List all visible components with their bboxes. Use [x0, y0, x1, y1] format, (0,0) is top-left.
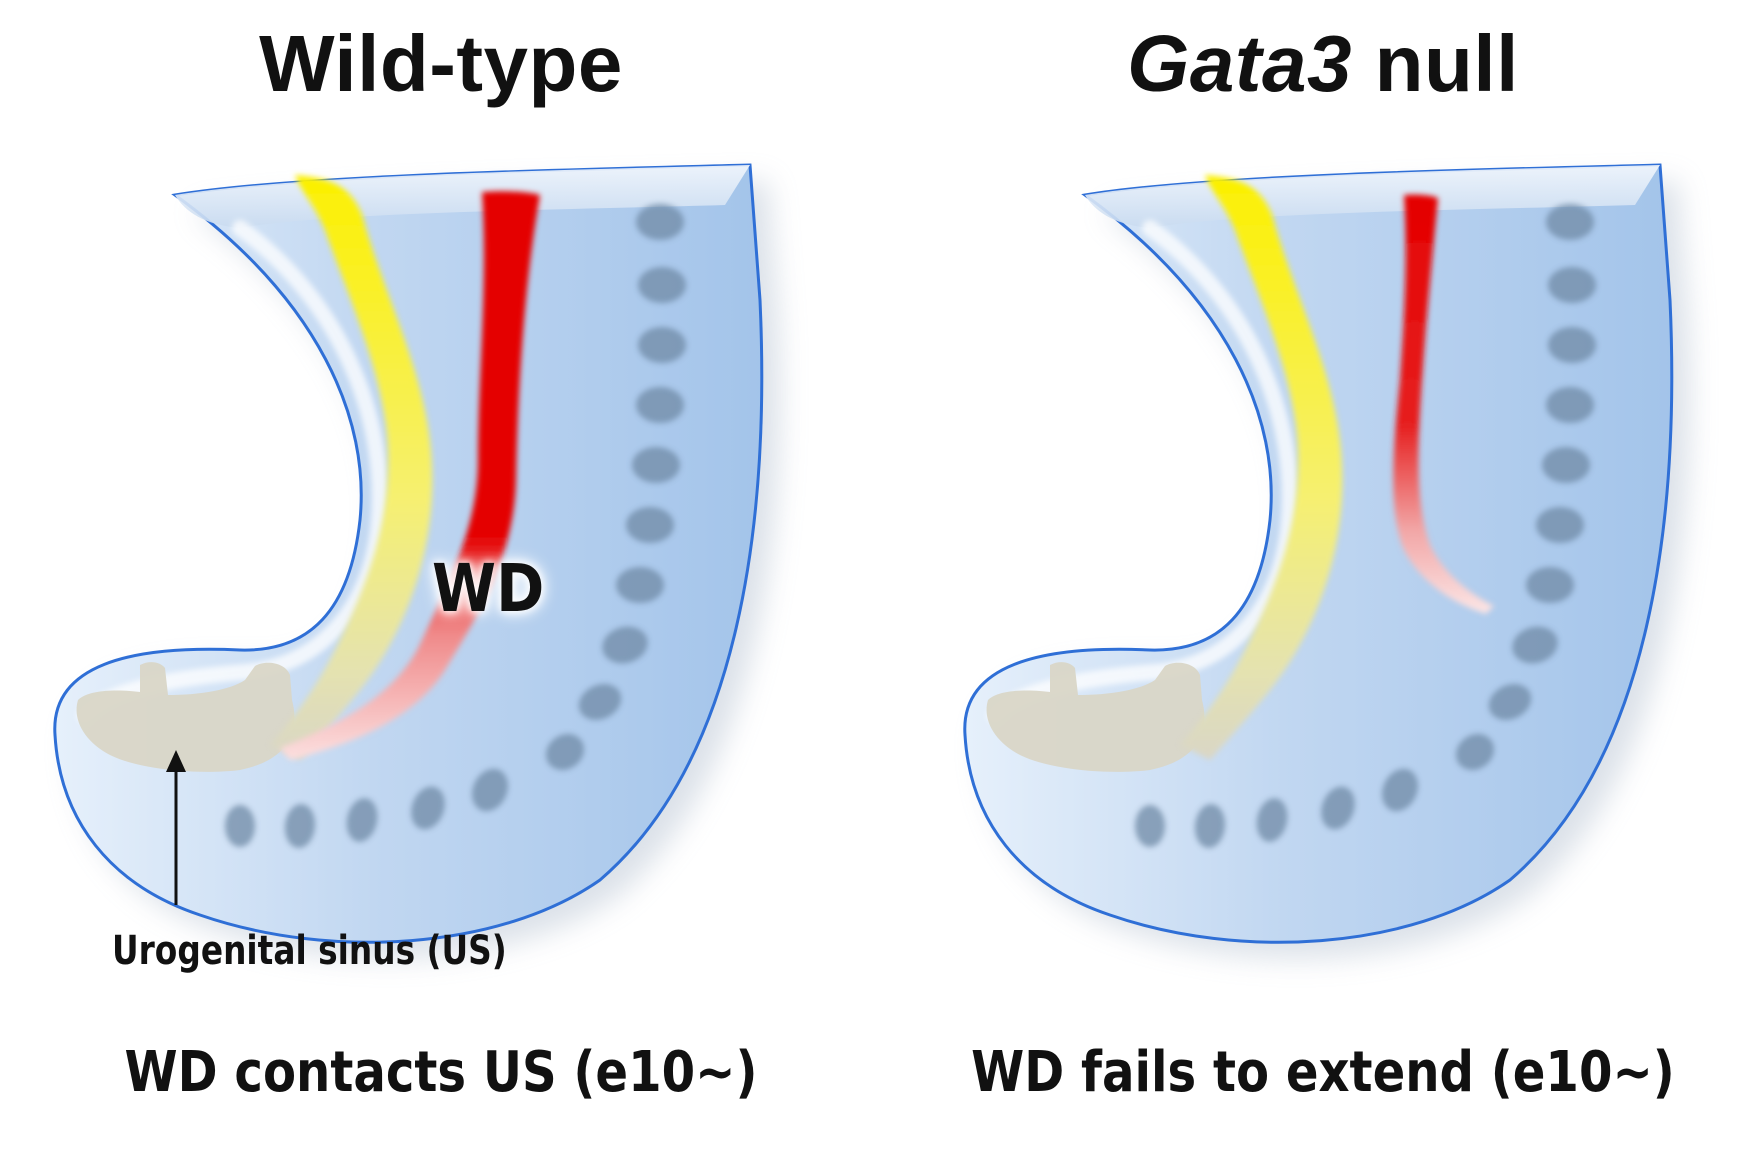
embryo-illustration-wild-type [53, 163, 780, 959]
somites [225, 204, 686, 848]
wolffian-duct-truncated [1393, 194, 1494, 614]
panel-caption: WD contacts US (e10~) [124, 1040, 758, 1105]
wolffian-duct [280, 191, 540, 760]
nephric-cord [270, 175, 433, 760]
panel-title: Gata3 null [882, 18, 1764, 110]
wd-label: WD [432, 550, 545, 627]
panel-title: Wild-type [0, 18, 882, 110]
nephric-cord [1180, 175, 1343, 760]
us-label: Urogenital sinus (US) [112, 928, 507, 974]
panel-wild-type: Wild-type [0, 18, 882, 1105]
embryo-illustration-gata3-null [963, 163, 1690, 959]
panel-gata3-null: Gata3 null WD fails to extend (e10~ [882, 0, 1764, 1165]
urogenital-sinus [986, 662, 1205, 772]
urogenital-sinus [76, 662, 295, 772]
somites [1135, 204, 1596, 848]
title-gene-name: Gata3 [1127, 19, 1352, 108]
panel-caption: WD fails to extend (e10~) [971, 1040, 1675, 1105]
us-arrow-head [166, 750, 186, 772]
title-text: Wild-type [259, 19, 623, 108]
title-text: null [1351, 19, 1519, 108]
